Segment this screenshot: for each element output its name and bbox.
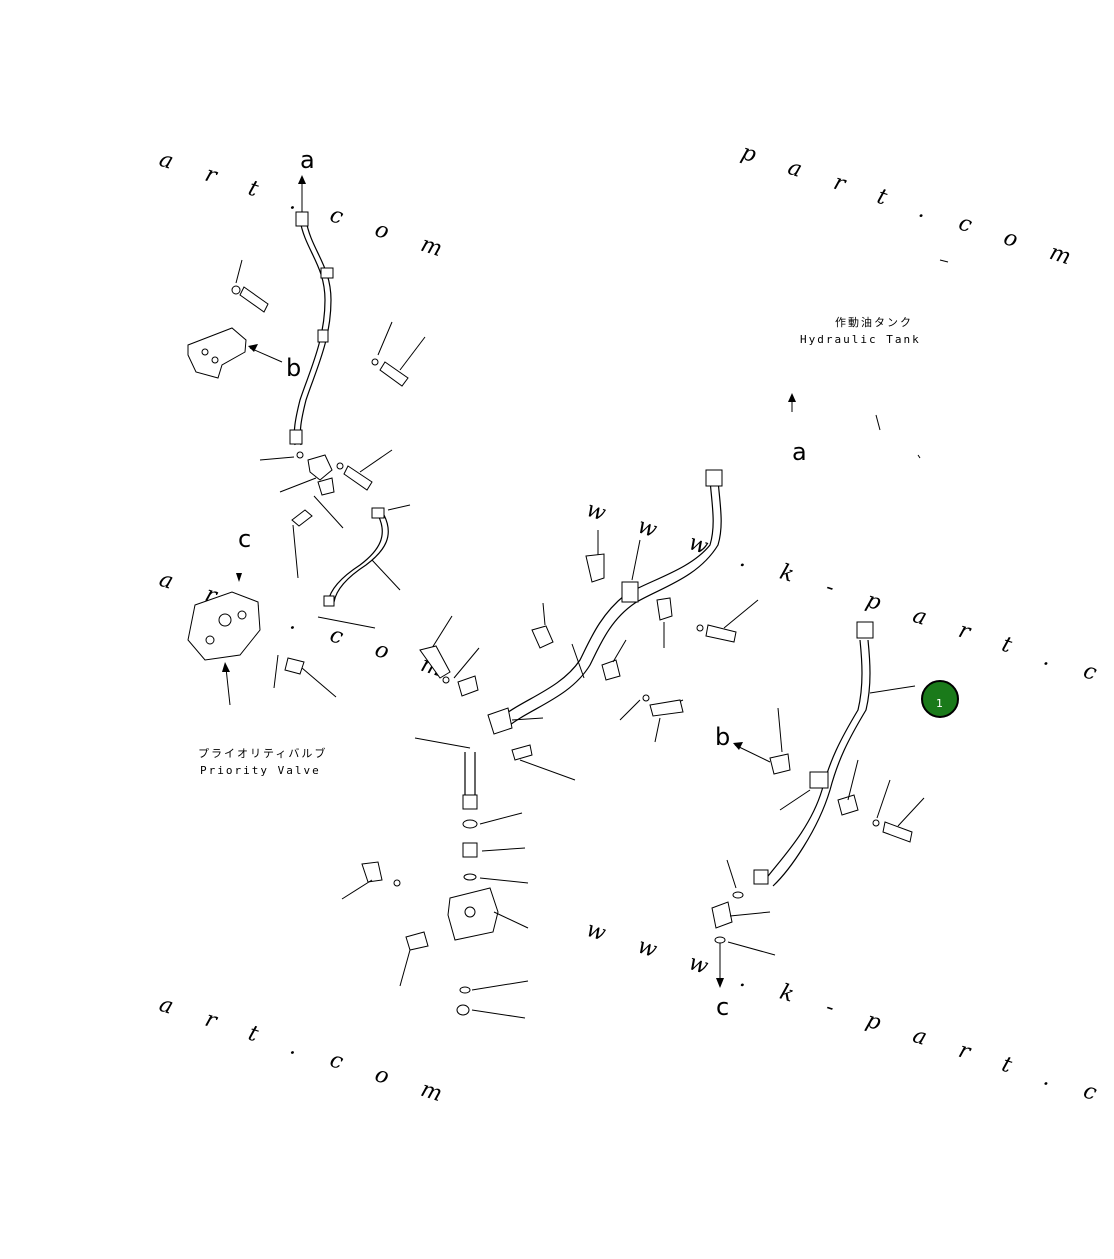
upper-left-hose: [289, 211, 334, 446]
arrow-b-right: [733, 742, 771, 763]
arrow-c-left: [222, 573, 242, 706]
note-tank-en: Hydraulic Tank: [800, 333, 921, 346]
arrow-c-bottom: [716, 940, 724, 988]
note-valve-jp: プライオリティバルブ: [198, 746, 327, 760]
left-bracket: [187, 327, 247, 379]
mid-left-fittings: [259, 449, 393, 579]
center-bolt-1: [419, 615, 480, 697]
note-valve-en: Priority Valve: [200, 764, 321, 777]
bolt-upper-left: [231, 259, 269, 313]
arrow-a-top: [298, 175, 306, 215]
watermark-bottom-left: a r t . c o m: [156, 992, 458, 1112]
bolt-upper-mid: [371, 321, 426, 387]
callout-1[interactable]: 1: [921, 680, 959, 718]
watermark-top-right: p a r t . c o m: [738, 140, 1087, 275]
watermark-bottom-right: w w w . k - p a r t . c o m: [583, 917, 1114, 1143]
small-curved-hose: [317, 504, 411, 629]
label-a-top: a: [300, 146, 315, 174]
label-b-right: b: [715, 723, 730, 751]
main-hose: [487, 469, 723, 735]
label-c-bottom: c: [716, 993, 729, 1021]
center-clamp-1: [531, 602, 554, 649]
label-c-left: c: [238, 525, 251, 553]
right-hose: [711, 621, 925, 956]
label-b-left: b: [286, 354, 301, 382]
callout-1-number: 1: [936, 697, 943, 710]
arrow-a-right: [788, 393, 796, 412]
lower-center-fittings: [341, 694, 684, 1019]
clamp-near-hose: [585, 530, 759, 681]
arrow-b-left: [248, 344, 283, 363]
tank-connection: [875, 259, 949, 459]
label-a-right: a: [792, 438, 807, 466]
note-tank-jp: 作動油タンク: [835, 315, 913, 329]
priority-valve: [187, 591, 337, 698]
